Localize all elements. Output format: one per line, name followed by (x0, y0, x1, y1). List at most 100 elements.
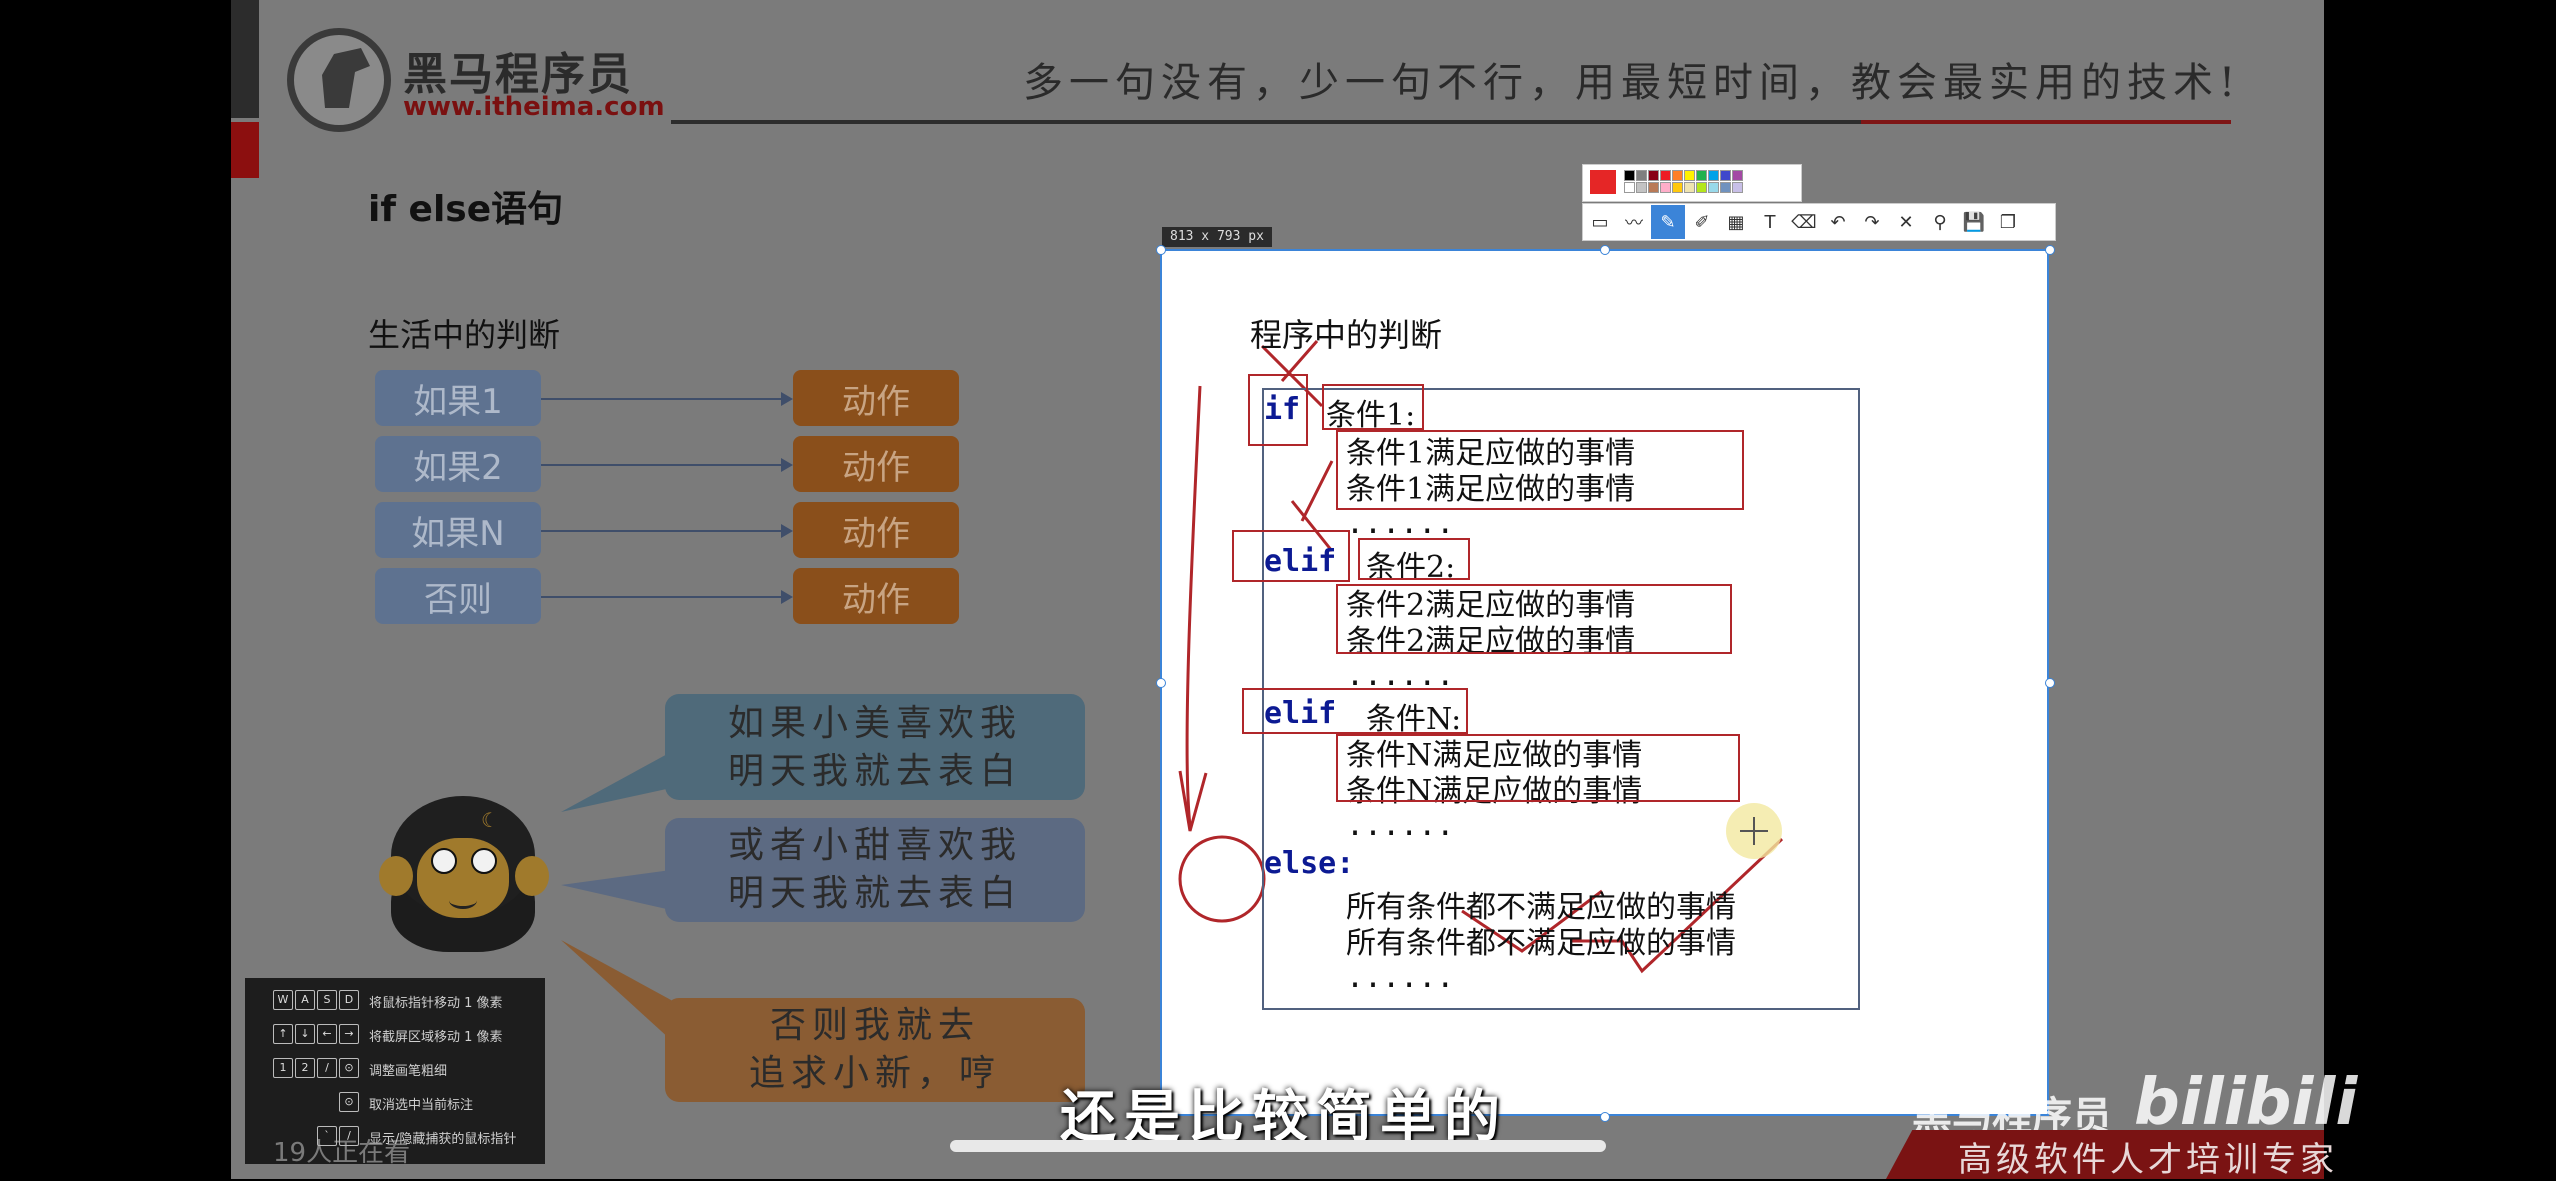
speech-bubble: 或者小甜喜欢我 明天我就去表白 (665, 818, 1085, 922)
code-keyword-else: else: (1264, 846, 1355, 881)
text-icon[interactable]: T (1764, 211, 1776, 233)
color-swatch[interactable] (1672, 170, 1683, 181)
shortcut-row: `/ 显示/隐藏捕获的鼠标指针 (245, 1126, 545, 1150)
pin-icon[interactable]: ⚲ (1933, 211, 1947, 233)
redo-icon[interactable]: ↷ (1864, 211, 1880, 233)
code-ellipsis: ...... (1346, 960, 1455, 995)
red-box-annotation (1336, 734, 1740, 802)
keycap: 1 (273, 1058, 293, 1078)
keycap: D (339, 990, 359, 1010)
color-swatch[interactable] (1660, 182, 1671, 193)
polyline-icon[interactable]: 〰 (1625, 213, 1643, 234)
code-body: 条件N满足应做的事情 (1346, 738, 1643, 773)
annotation-toolbar: ▭ 〰 ✎ ✐ ▦ T ⌫ ↶ ↷ ✕ ⚲ 💾 ❐ (1582, 203, 2056, 241)
keycap: ↑ (273, 1024, 293, 1044)
eraser-icon[interactable]: ⌫ (1791, 211, 1817, 233)
bubble-line: 否则我就去 (769, 1005, 980, 1046)
circle-annotation (1178, 835, 1266, 923)
home-indicator[interactable] (950, 1140, 1606, 1152)
action-box: 动作 (793, 568, 959, 624)
crosshair-cursor-icon (1740, 817, 1768, 845)
resize-handle[interactable] (1156, 245, 1166, 255)
current-color-swatch[interactable] (1590, 170, 1616, 194)
color-swatch[interactable] (1720, 170, 1731, 181)
resize-handle[interactable] (2045, 245, 2055, 255)
condition-box: 如果2 (375, 436, 541, 492)
keycap: ↓ (295, 1024, 315, 1044)
arrow-head-icon (781, 590, 793, 604)
arrow-head-icon (781, 392, 793, 406)
shortcut-keys: ⊙ (339, 1092, 359, 1112)
keycap: S (317, 990, 337, 1010)
shortcut-description: 显示/隐藏捕获的鼠标指针 (369, 1132, 517, 1147)
check-annotation (1572, 837, 1784, 974)
shortcut-description: 调整画笔粗细 (369, 1064, 448, 1079)
color-swatch[interactable] (1624, 182, 1635, 193)
keycap: ` (317, 1126, 337, 1146)
red-box-annotation (1248, 374, 1308, 446)
color-swatch[interactable] (1720, 182, 1731, 193)
monkey-ear (515, 856, 549, 896)
shortcut-description: 将截屏区域移动 1 像素 (369, 1030, 503, 1045)
moon-icon: ☾ (481, 808, 499, 832)
viewer-count: 19人正在看 (273, 1138, 411, 1168)
close-icon[interactable]: ✕ (1898, 211, 1914, 233)
action-box: 动作 (793, 502, 959, 558)
code-body: 所有条件都不满足应做的事情 (1346, 926, 1736, 961)
slide-left-red-bar (231, 122, 259, 178)
color-swatch[interactable] (1696, 170, 1707, 181)
red-box-annotation (1242, 688, 1468, 734)
marker-icon[interactable]: ✐ (1694, 211, 1710, 233)
color-swatch[interactable] (1648, 182, 1659, 193)
color-swatch[interactable] (1708, 182, 1719, 193)
color-swatch[interactable] (1636, 182, 1647, 193)
resize-handle[interactable] (2045, 678, 2055, 688)
code-keyword-if: if (1264, 392, 1301, 427)
resize-handle[interactable] (1156, 678, 1166, 688)
color-swatch[interactable] (1684, 182, 1695, 193)
slogan: 多一句没有，少一句不行，用最短时间，教会最实用的技术! (1023, 60, 2242, 106)
shortcut-row: ⊙取消选中当前标注 (245, 1092, 545, 1116)
mosaic-icon[interactable]: ▦ (1727, 211, 1745, 233)
arrow-line (541, 464, 787, 466)
resize-handle[interactable] (1600, 245, 1610, 255)
color-swatch[interactable] (1636, 170, 1647, 181)
program-heading: 程序中的判断 (1250, 316, 1443, 354)
color-swatch[interactable] (1684, 170, 1695, 181)
rectangle-icon[interactable]: ▭ (1591, 211, 1609, 233)
watermark-strip (1886, 1130, 2324, 1179)
red-box-annotation (1322, 384, 1424, 430)
code-block (1262, 388, 1860, 1010)
shortcut-keys: ↑↓←→ (273, 1024, 359, 1044)
copy-icon[interactable]: ❐ (1999, 211, 2017, 233)
header-divider-accent (1861, 120, 2231, 124)
color-swatch[interactable] (1648, 170, 1659, 181)
red-box-annotation (1358, 538, 1470, 580)
bubble-line: 追求小新，哼 (748, 1053, 1001, 1094)
save-icon[interactable]: 💾 (1962, 211, 1986, 233)
header-divider (671, 120, 2231, 124)
undo-icon[interactable]: ↶ (1830, 211, 1846, 233)
color-swatch[interactable] (1696, 182, 1707, 193)
monkey-eye (431, 848, 457, 874)
red-box-annotation (1232, 530, 1350, 582)
color-swatch[interactable] (1660, 170, 1671, 181)
bilibili-logo: bilibili (2134, 1066, 2358, 1140)
color-swatch[interactable] (1672, 182, 1683, 193)
resize-handle[interactable] (1600, 1112, 1610, 1122)
color-swatch[interactable] (1732, 170, 1743, 181)
keycap: / (317, 1058, 337, 1078)
pen-icon[interactable]: ✎ (1651, 205, 1685, 239)
keycap: A (295, 990, 315, 1010)
code-keyword-elif: elif (1264, 544, 1337, 579)
condition-box: 如果1 (375, 370, 541, 426)
arrow-head-icon (781, 524, 793, 538)
shortcut-keys: `/ (317, 1126, 359, 1146)
color-swatch[interactable] (1708, 170, 1719, 181)
color-swatch[interactable] (1732, 182, 1743, 193)
cross-annotation (1290, 460, 1334, 552)
color-swatch[interactable] (1624, 170, 1635, 181)
